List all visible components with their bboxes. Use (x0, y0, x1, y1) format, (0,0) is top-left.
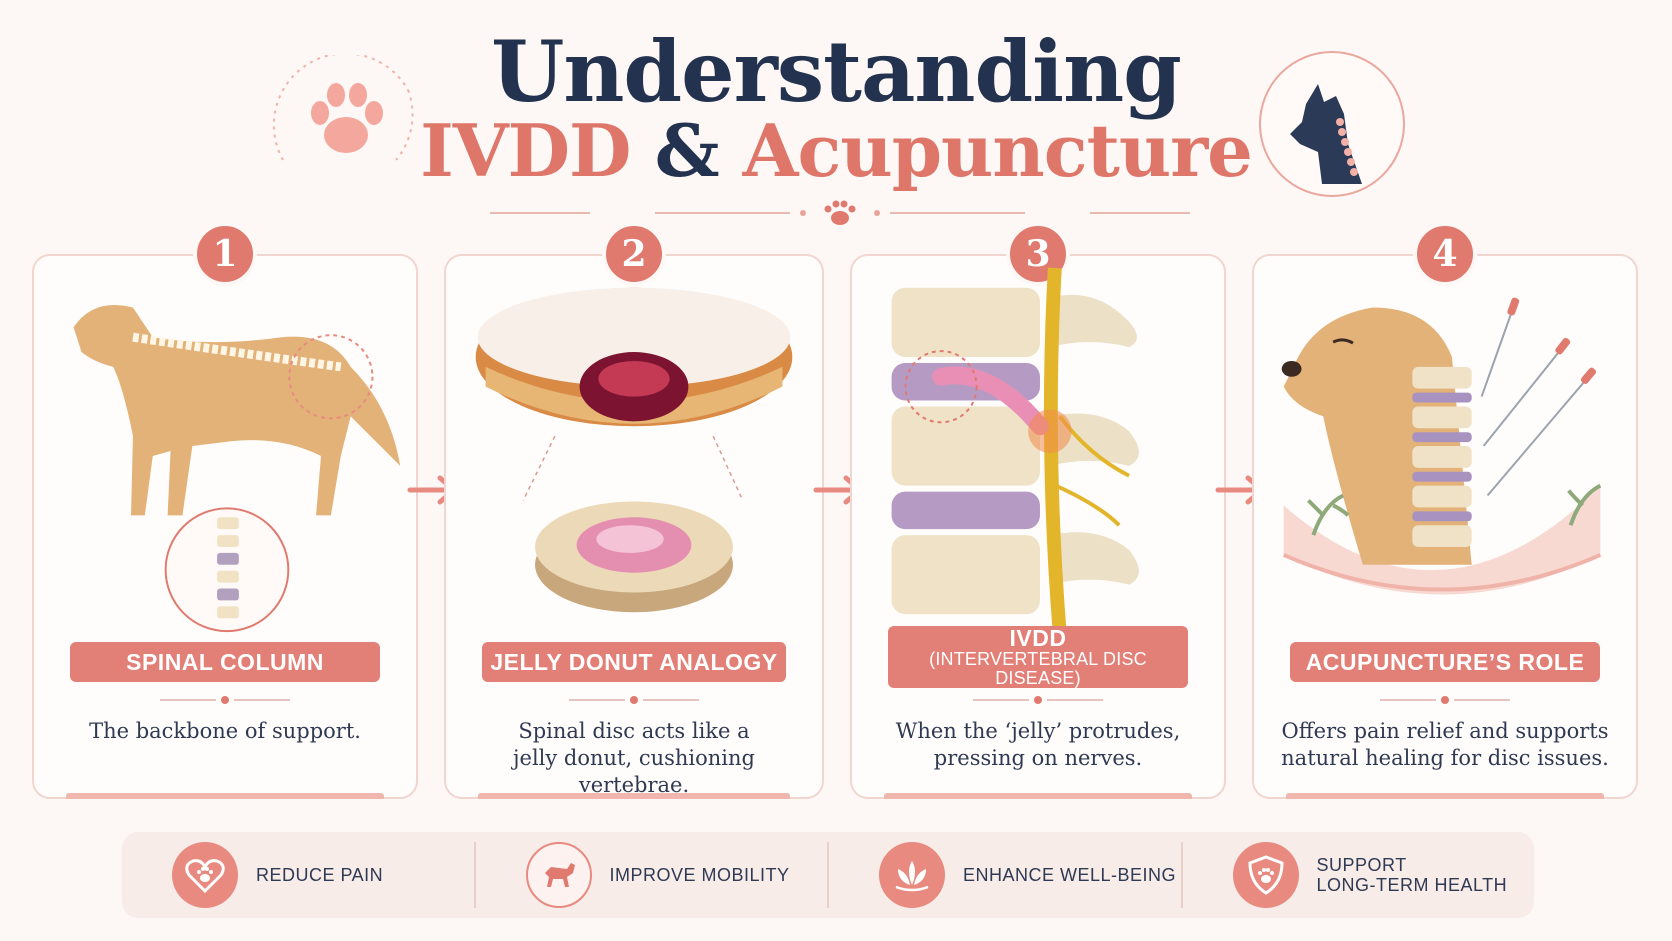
title-acupuncture: Acupuncture (742, 108, 1253, 193)
dog-spine-logo-icon (1259, 51, 1405, 197)
dog-acupuncture-illustration (1281, 297, 1602, 595)
page-subtitle: IVDD & Acupuncture (0, 108, 1672, 193)
page-title: Understanding (491, 22, 1182, 121)
card-description: Offers pain relief and supports natural … (1281, 719, 1609, 770)
benefit-label: SUPPORT LONG-TERM HEALTH (1316, 855, 1508, 895)
title-divider (490, 200, 1190, 225)
benefit-enhance-well-being: ENHANCE WELL-BEING (827, 842, 1181, 908)
card-title: SPINAL COLUMN (70, 642, 380, 682)
card-spinal-column: 1 SPINAL COLUMN The backbone of support. (32, 222, 418, 799)
step-number: 2 (602, 222, 666, 286)
card-separator (973, 696, 1103, 704)
benefit-label: IMPROVE MOBILITY (609, 865, 790, 885)
step-number: 1 (193, 222, 257, 286)
card-acupuncture-role: 4 ACUPUNCTURE’S ROLE Offers pain relief … (1252, 222, 1638, 799)
benefit-support-long-term-health: SUPPORT LONG-TERM HEALTH (1180, 842, 1535, 908)
card-title: ACUPUNCTURE’S ROLE (1290, 642, 1600, 682)
card-separator (160, 696, 290, 704)
card-jelly-donut: 2 JELLY DONUT ANALOGY Spinal disc acts l… (444, 222, 824, 799)
lotus-icon (879, 842, 945, 908)
step-number: 4 (1413, 222, 1477, 286)
card-footer-bar (478, 793, 790, 799)
paw-print-icon (272, 55, 414, 161)
benefit-label: REDUCE PAIN (256, 865, 384, 885)
card-title: IVDD (INTERVERTEBRAL DISC DISEASE) (888, 626, 1188, 688)
jelly-donut-illustration (475, 287, 793, 613)
card-title-text: IVDD (1009, 625, 1067, 652)
benefit-label: ENHANCE WELL-BEING (963, 865, 1177, 885)
card-separator (569, 696, 699, 704)
heart-paw-icon (172, 842, 238, 908)
benefit-improve-mobility: IMPROVE MOBILITY (473, 842, 828, 908)
card-ivdd: 3 IVDD (INTERVERTEBRAL DISC DISEASE) Whe… (850, 222, 1226, 799)
title-ampersand: & (654, 108, 720, 193)
benefits-bar: REDUCE PAIN IMPROVE MOBILITY ENHANCE WEL… (122, 832, 1534, 918)
card-separator (1380, 696, 1510, 704)
card-description: The backbone of support. (89, 719, 361, 743)
herniated-disc-illustration (891, 267, 1139, 635)
card-title: JELLY DONUT ANALOGY (482, 642, 786, 682)
card-subtitle: (INTERVERTEBRAL DISC DISEASE) (929, 649, 1147, 689)
card-description: Spinal disc acts like a jelly donut, cus… (513, 719, 755, 797)
card-description: When the ‘jelly’ protrudes, pressing on … (895, 719, 1181, 770)
dog-running-icon (525, 842, 592, 908)
benefit-reduce-pain: REDUCE PAIN (122, 842, 474, 908)
card-footer-bar (66, 793, 384, 799)
dog-skeleton-illustration (73, 305, 401, 633)
card-footer-bar (884, 793, 1192, 799)
card-footer-bar (1286, 793, 1604, 799)
shield-paw-icon (1232, 842, 1299, 908)
title-ivdd: IVDD (420, 108, 631, 193)
